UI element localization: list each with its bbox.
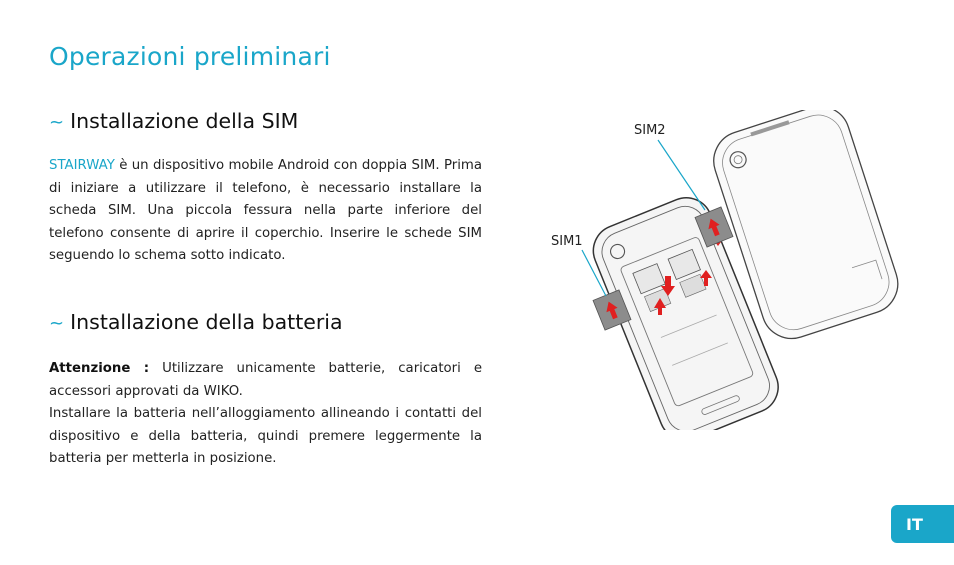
- language-badge: IT: [891, 505, 954, 543]
- section-heading-sim: ~Installazione della SIM: [49, 109, 298, 133]
- back-cover: [713, 110, 899, 340]
- warning-text: Utilizzare unicamente batterie, caricato…: [49, 361, 482, 399]
- sim2-label: SIM2: [634, 123, 666, 138]
- heading-text: Installazione della SIM: [70, 109, 299, 133]
- sim2-leader: [657, 139, 706, 211]
- sim-paragraph: STAIRWAY è un dispositivo mobile Android…: [49, 155, 482, 268]
- sim1-label: SIM1: [551, 234, 583, 249]
- section-heading-battery: ~Installazione della batteria: [49, 310, 343, 334]
- brand-name: STAIRWAY: [49, 158, 115, 173]
- sim-text: è un dispositivo mobile Android con dopp…: [49, 158, 482, 263]
- battery-paragraph: Attenzione : Utilizzare unicamente batte…: [49, 358, 482, 471]
- phone-body: [592, 197, 779, 430]
- page-title: Operazioni preliminari: [49, 42, 331, 71]
- tilde-bullet: ~: [49, 313, 65, 334]
- slot-arrow-1: [654, 276, 675, 315]
- warning-label: Attenzione :: [49, 361, 150, 376]
- heading-text: Installazione della batteria: [70, 310, 343, 334]
- tilde-bullet: ~: [49, 112, 65, 133]
- sim-installation-illustration: [581, 110, 899, 430]
- sim1-leader: [581, 249, 607, 297]
- sim2-card: [694, 206, 734, 248]
- battery-text: Installare la batteria nell’alloggiament…: [49, 406, 482, 466]
